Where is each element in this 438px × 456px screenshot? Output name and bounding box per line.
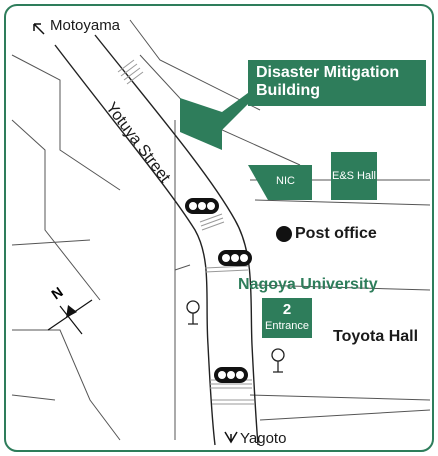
entrance-2-sign: 2 Entrance — [262, 298, 312, 338]
nic-label: NIC — [276, 175, 295, 187]
traffic-light-2 — [218, 250, 252, 266]
nagoya-university-label: Nagoya University — [238, 276, 378, 293]
bus-stop-sign-2 — [271, 348, 285, 373]
toyota-hall-label: Toyota Hall — [333, 328, 419, 345]
north-compass-icon — [47, 299, 93, 335]
post-office-label: Post office — [295, 225, 377, 242]
map-border — [4, 4, 434, 452]
es-hall-building: E&S Hall — [331, 152, 377, 200]
bus-stop-sign-1 — [186, 300, 200, 325]
disaster-building-shape — [180, 98, 222, 150]
disaster-mitigation-callout: Disaster Mitigation Building — [248, 60, 426, 106]
post-office-dot — [276, 226, 292, 242]
disaster-label-line2: Building — [256, 82, 320, 99]
south-arrow-icon — [224, 431, 238, 444]
traffic-light-1 — [185, 198, 219, 214]
yagoto-label: Yagoto — [240, 430, 287, 447]
entrance-number: 2 — [282, 301, 292, 318]
callout-leader — [222, 90, 252, 130]
es-hall-label: E&S Hall — [331, 170, 377, 182]
nic-building-shape — [248, 165, 312, 200]
traffic-light-3 — [214, 367, 248, 383]
disaster-label-line1: Disaster Mitigation — [256, 64, 400, 81]
motoyama-label: Motoyama — [50, 17, 121, 34]
entrance-text: Entrance — [264, 320, 310, 332]
northwest-arrow-icon — [33, 23, 45, 35]
